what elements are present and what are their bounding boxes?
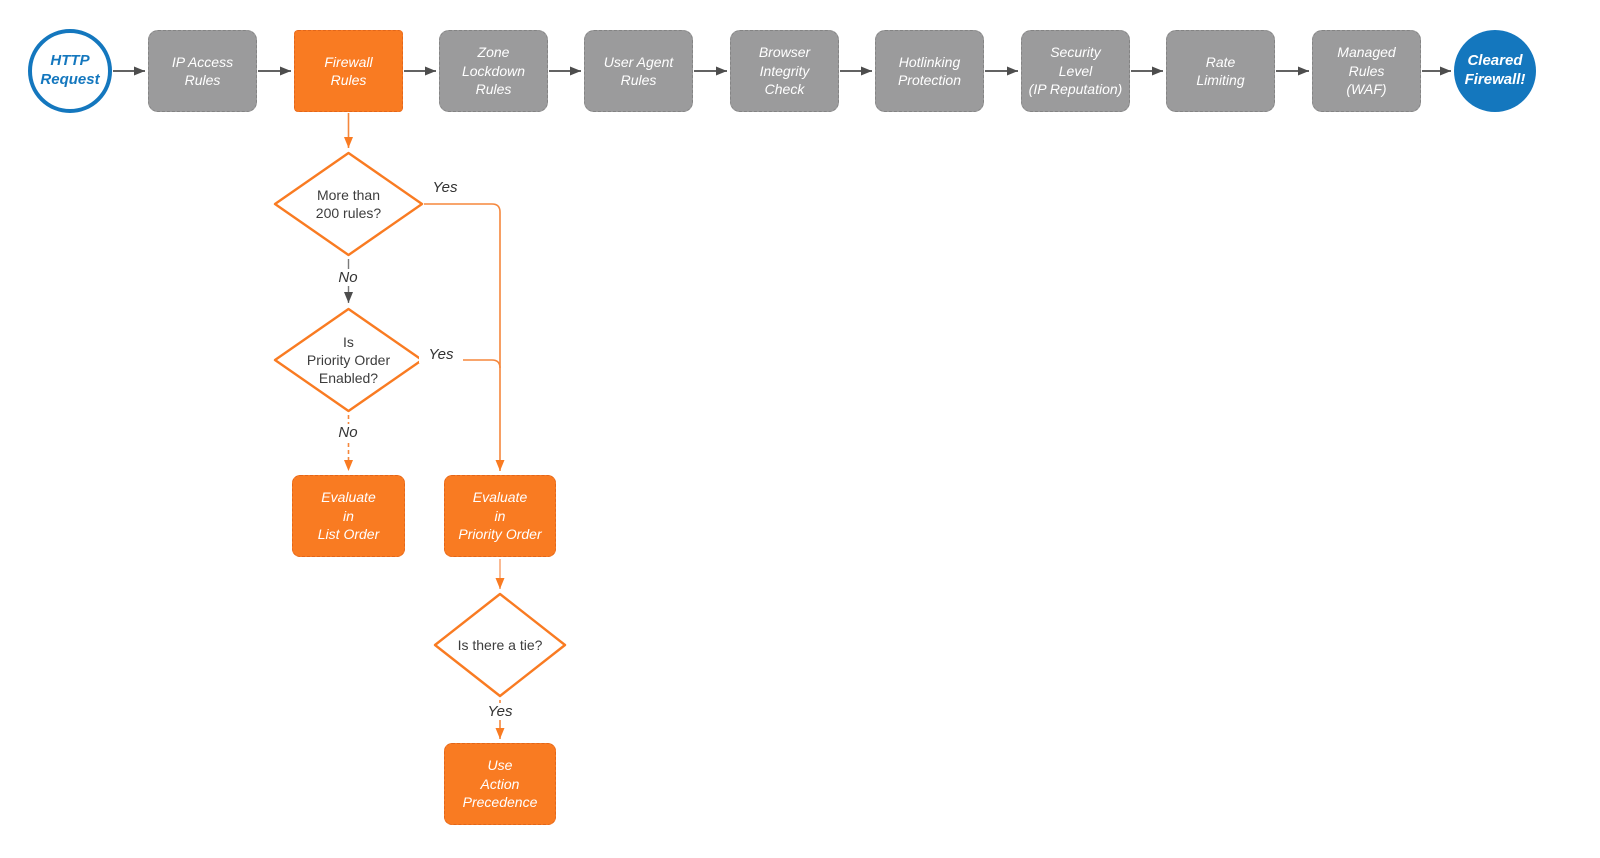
edge-label-yes-tie: Yes	[478, 703, 522, 721]
decision-is-there-a-tie: Is there a tie?	[433, 592, 567, 698]
process-use-action-precedence: Use Action Precedence	[444, 743, 556, 825]
edge-label-yes-more-than-200: Yes	[423, 179, 467, 197]
node-managed-rules-waf: Managed Rules (WAF)	[1312, 30, 1421, 112]
node-browser-integrity-check: Browser Integrity Check	[730, 30, 839, 112]
process-evaluate-in-priority-order: Evaluate in Priority Order	[444, 475, 556, 557]
decision-priority-order-enabled: Is Priority Order Enabled?	[273, 307, 424, 413]
process-evaluate-in-list-order: Evaluate in List Order	[292, 475, 405, 557]
node-cleared-firewall: Cleared Firewall!	[1454, 30, 1536, 112]
decision-label: Is there a tie?	[457, 636, 543, 653]
node-http-request: HTTP Request	[28, 29, 112, 113]
decision-label: Is Priority Order Enabled?	[306, 333, 391, 387]
diamond-shape-icon	[273, 151, 424, 257]
edge-label-no-more-than-200: No	[326, 269, 370, 287]
diamond-shape-icon	[273, 307, 424, 413]
node-hotlinking-protection: Hotlinking Protection	[875, 30, 984, 112]
decision-more-than-200-rules: More than 200 rules?	[273, 151, 424, 257]
node-security-level-ip-reputation: Security Level (IP Reputation)	[1021, 30, 1130, 112]
node-rate-limiting: Rate Limiting	[1166, 30, 1275, 112]
node-firewall-rules: Firewall Rules	[294, 30, 403, 112]
node-ip-access-rules: IP Access Rules	[148, 30, 257, 112]
decision-label: More than 200 rules?	[315, 186, 382, 221]
diamond-shape-icon	[433, 592, 567, 698]
edge-label-no-priority-order: No	[326, 424, 370, 442]
node-zone-lockdown-rules: Zone Lockdown Rules	[439, 30, 548, 112]
edge-label-yes-priority-order: Yes	[419, 346, 463, 364]
node-user-agent-rules: User Agent Rules	[584, 30, 693, 112]
